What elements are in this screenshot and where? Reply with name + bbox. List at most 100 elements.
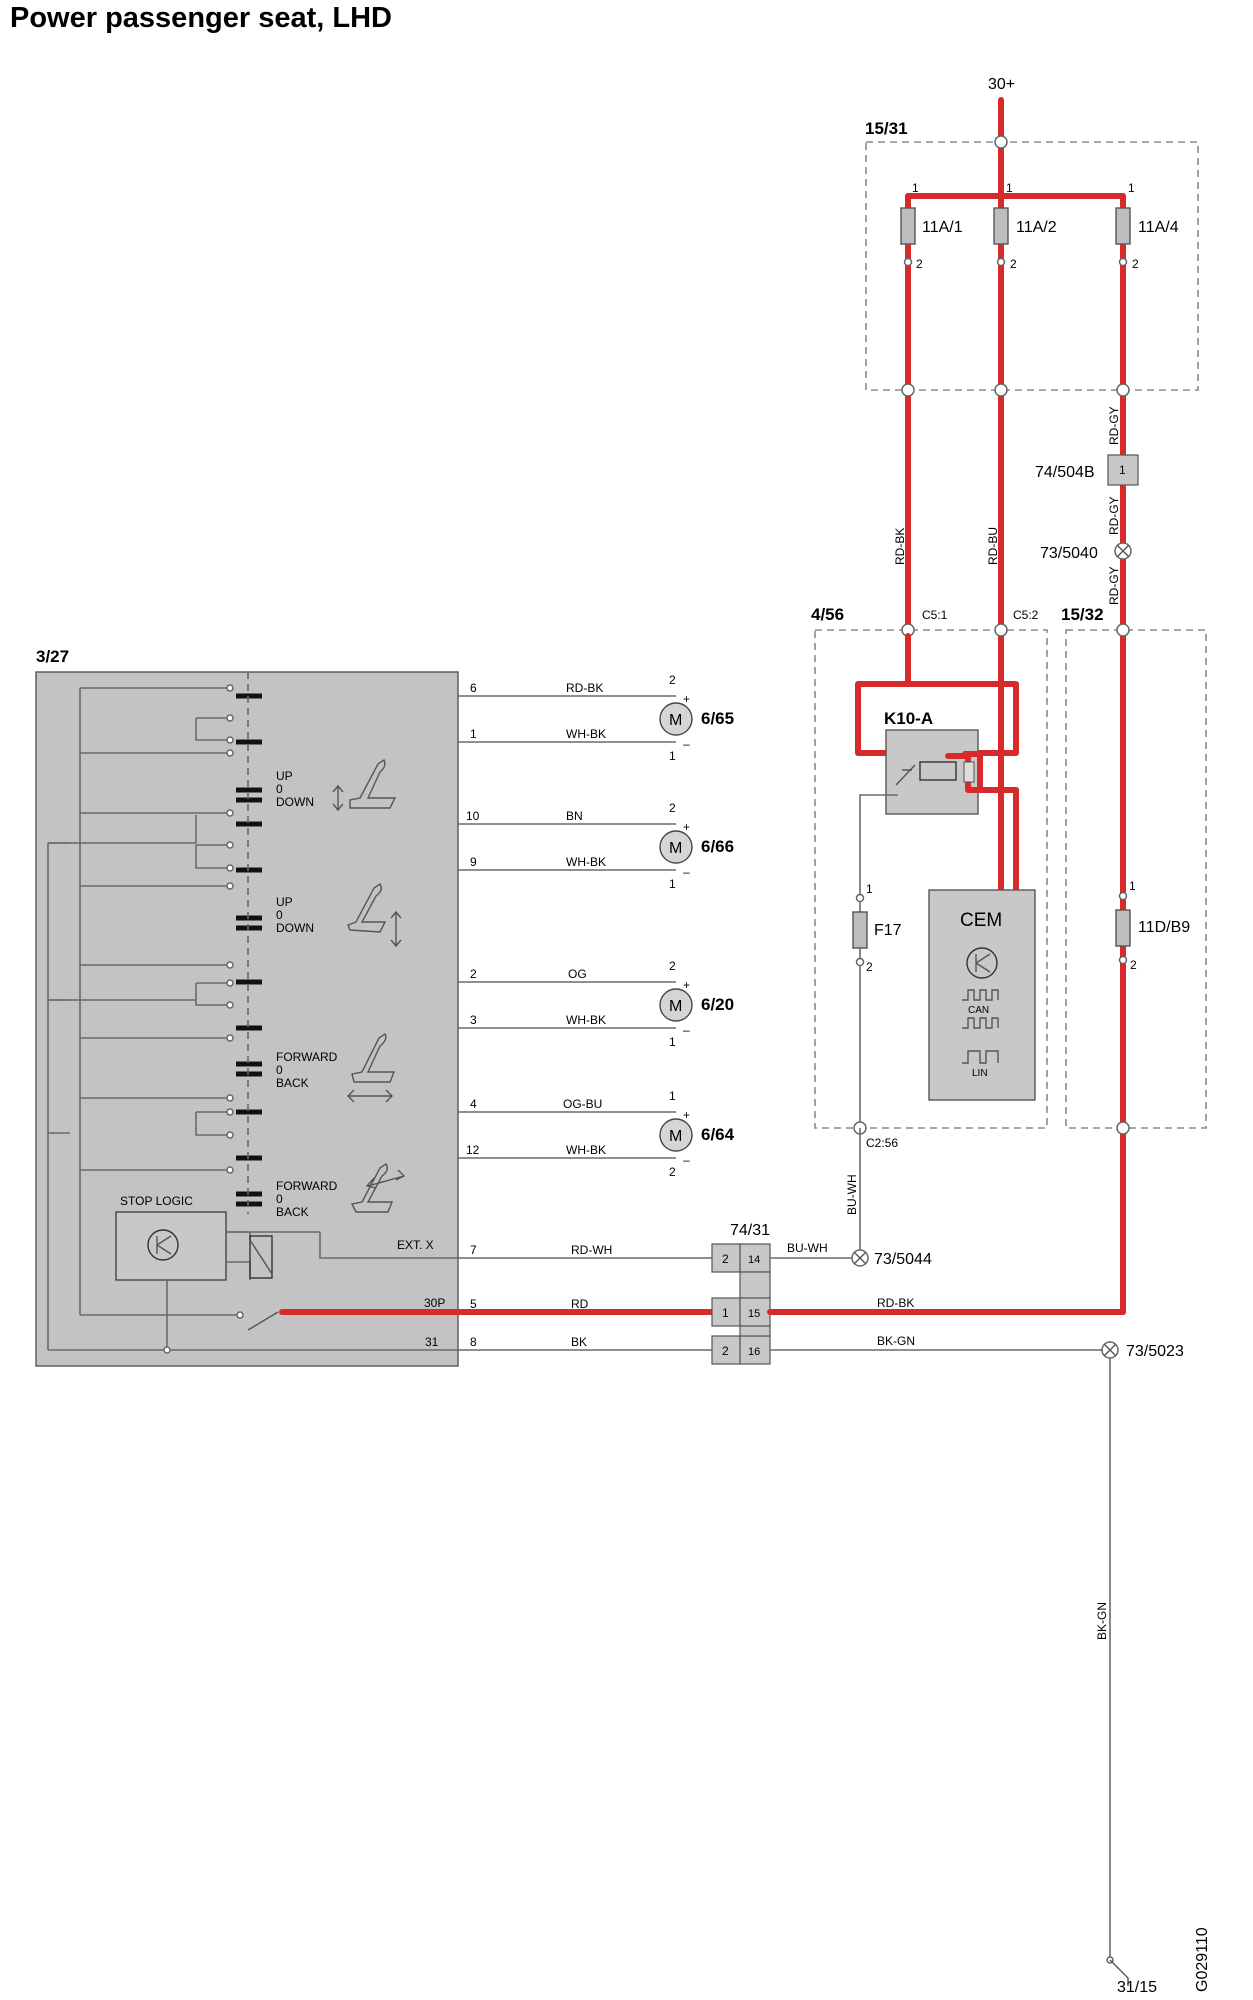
splice-73-5040-label: 73/5040 [1040,545,1098,562]
stop-logic-transistor-icon [147,1229,179,1261]
motor-6-65-sign-top: + [683,692,690,706]
fuse-f17-pin-bottom: 2 [866,960,873,974]
relay-switch-contact [895,764,916,786]
p30-pin: 5 [470,1297,477,1311]
motor-6-20-sign-bottom: – [683,1023,690,1037]
wire-label-rd-gy-3: RD-GY [1107,566,1121,605]
wire-label-bk: BK [571,1335,587,1349]
motor-6-66: 10 9 BN WH-BK 2 1 + – M 6/66 [458,801,734,891]
motor-6-64-sw-pin-top: 4 [470,1097,477,1111]
cem-module [928,889,1036,1101]
motor-6-66-sign-top: + [683,820,690,834]
wire-label-bk-gn-2: BK-GN [1095,1602,1109,1640]
relay-k10-a [885,729,979,815]
connector-74-504b-label: 74/504B [1035,464,1095,481]
fuse-11d-b9-pin-bottom: 2 [1130,958,1137,972]
motor-6-66-pin-bottom: 1 [669,877,676,891]
motor-6-65-pin-top: 2 [669,673,676,687]
wire-label-bu-wh-1: BU-WH [787,1241,828,1255]
motor-6-66-symbol [659,830,693,864]
fuse-11a-1-label: 11A/1 [922,219,963,236]
motor-6-64-sw-pin-bottom: 12 [466,1143,480,1157]
motor-6-66-wire-top: BN [566,809,583,823]
module-4-56: 4/56 C5:1 C5:2 K10-A 1 2 F17 CEM CAN LIN [811,605,1048,1150]
module-15-32-outline [1065,629,1207,1129]
cem-lin-label: LIN [972,1068,988,1079]
motor-6-65-sw-pin-top: 6 [470,681,477,695]
motor-6-20-sw-pin-top: 2 [470,967,477,981]
motor-6-65-wire-bottom: WH-BK [566,727,606,741]
pin-c2-56: C2:56 [866,1136,898,1150]
ext-pin: 7 [470,1243,477,1257]
fuse-11a-2-pin-bottom: 2 [1010,257,1017,271]
fuse-11a-4-pin-top: 1 [1128,181,1135,195]
fuse-11a-2-label: 11A/2 [1016,219,1057,236]
motor-6-64-label: 6/64 [701,1125,735,1144]
ground-31-15: 31/15 [1106,1956,1157,1996]
motor-6-20: 2 3 OG WH-BK 2 1 + – M 6/20 [458,959,734,1049]
motor-6-20-pin-bottom: 1 [669,1035,676,1049]
fuse-f17-label: F17 [874,922,902,939]
motor-6-65: 6 1 RD-BK WH-BK 2 1 + – M 6/65 [458,673,734,763]
motor-6-64-sign-top: + [683,1108,690,1122]
motor-6-64-pin-top: 1 [669,1089,676,1103]
fuse-11d-b9-label: 11D/B9 [1138,919,1190,936]
switch-1-label-down: DOWN [276,795,314,809]
motor-6-66-wire-bottom: WH-BK [566,855,606,869]
switch-2-label-up: UP [276,895,293,909]
motor-6-66-sw-pin-top: 10 [466,809,480,823]
connector-74-31-pin-2b: 2 [722,1344,729,1358]
wire-label-bk-gn-1: BK-GN [877,1334,915,1348]
motor-6-20-pin-top: 2 [669,959,676,973]
switch-4-label-forward: FORWARD [276,1179,338,1193]
cem-can-pulse-2 [962,1017,999,1029]
splice-73-5044-label: 73/5044 [874,1251,932,1268]
motor-6-20-sign-top: + [683,978,690,992]
pin-c5-1: C5:1 [922,608,948,622]
seat-tilt-icon [347,883,402,948]
module-15-32: 15/32 1 2 11D/B9 [1061,605,1207,1135]
switch-module-id: 3/27 [36,647,69,666]
switch-1-label-0: 0 [276,782,283,796]
wire-label-rd-wh: RD-WH [571,1243,612,1257]
motor-6-65-label: 6/65 [701,709,734,728]
motor-6-65-symbol [659,702,693,736]
fuse-11d-b9-pin-top: 1 [1129,879,1136,893]
fuse-11d-b9 [1115,909,1131,947]
internal-bus-taps [80,687,230,1171]
motor-6-65-sw-pin-bottom: 1 [470,727,477,741]
connector-74-31-pin-2a: 2 [722,1252,729,1266]
supply-label: 30+ [988,76,1015,93]
fuse-f17-pin-top: 1 [866,882,873,896]
stop-logic-ground [80,1280,240,1350]
motor-6-64-pin-bottom: 2 [669,1165,676,1179]
power-switch [247,1311,279,1331]
supply-node [994,135,1008,149]
fuse-11a-1-pin-top: 1 [912,181,919,195]
connector-74-31-pin-1: 1 [722,1306,729,1320]
switch-4-label-0: 0 [276,1192,283,1206]
pin-c5-2: C5:2 [1013,608,1039,622]
switch-2-label-0: 0 [276,908,283,922]
switch-1-label-up: UP [276,769,293,783]
fuse-11a-4-label: 11A/4 [1138,219,1179,236]
motor-6-66-label: 6/66 [701,837,734,856]
switch-4-label-back: BACK [276,1205,309,1219]
cem-lin-pulse [962,1050,999,1064]
switch-3-label-back: BACK [276,1076,309,1090]
motor-6-20-symbol [659,988,693,1022]
motor-6-65-sign-bottom: – [683,737,690,751]
connector-74-31-label: 74/31 [730,1222,770,1239]
ext-x-label: EXT. X [397,1238,434,1252]
relay-coil [919,761,957,781]
wire-label-rd-gy-2: RD-GY [1107,496,1121,535]
switch-3-label-forward: FORWARD [276,1050,338,1064]
relay-resistor [963,761,975,783]
motor-6-20-m: M [669,998,682,1015]
relay-k10-a-label: K10-A [884,709,933,728]
motor-6-66-sw-pin-bottom: 9 [470,855,477,869]
motor-6-66-sign-bottom: – [683,865,690,879]
fuse-11a-4-pin-bottom: 2 [1132,257,1139,271]
stop-logic-label: STOP LOGIC [120,1194,193,1208]
